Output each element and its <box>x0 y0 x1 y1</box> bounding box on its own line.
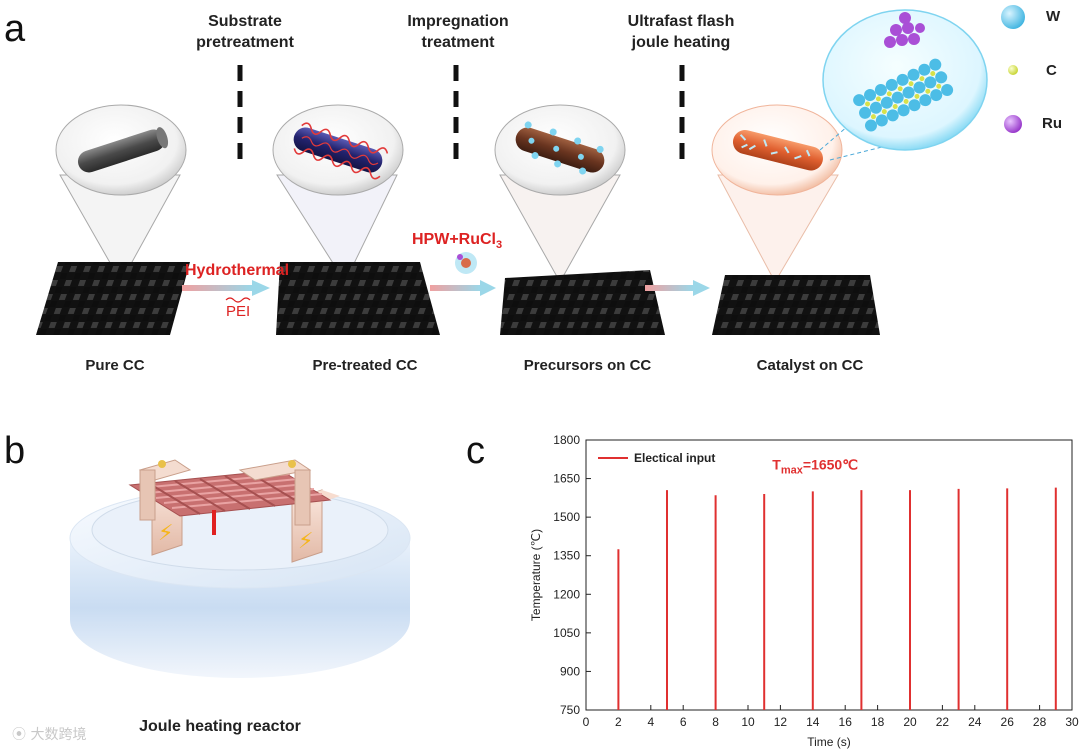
x-tick-label: 30 <box>1065 715 1079 729</box>
y-tick-label: 1500 <box>553 510 580 524</box>
clamp-bar-left <box>138 459 192 521</box>
y-tick-label: 900 <box>560 664 580 678</box>
x-tick-label: 16 <box>839 715 853 729</box>
atom-legend: W C Ru <box>996 2 1080 142</box>
clamp-bar-right <box>238 459 312 526</box>
carbon-cloth <box>500 270 665 335</box>
x-tick-label: 14 <box>806 715 820 729</box>
fiber-rod <box>77 127 169 173</box>
legend-w-label: W <box>1046 8 1061 25</box>
step-title-line1: Substrate <box>208 13 282 30</box>
carbon-cloth <box>276 262 440 335</box>
y-tick-label: 1800 <box>553 433 580 447</box>
reactor-caption: Joule heating reactor <box>139 718 301 735</box>
hpw-label: HPW+RuCl3 <box>412 231 502 251</box>
step-title-substrate: Substrate pretreatment <box>160 11 330 53</box>
x-tick-label: 22 <box>936 715 950 729</box>
screw-icon <box>288 460 296 468</box>
hpw-label-text: HPW+RuCl <box>412 231 496 248</box>
y-tick-label: 1200 <box>553 587 580 601</box>
x-tick-label: 0 <box>583 715 590 729</box>
hot-zone-marker <box>212 510 216 535</box>
arrow-1 <box>182 280 270 296</box>
y-tick-label: 1350 <box>553 549 580 563</box>
fiber-rod <box>515 121 605 175</box>
legend-label: Electical input <box>634 451 715 465</box>
process-diagram <box>36 9 988 335</box>
stage-label-catalyst: Catalyst on CC <box>756 357 864 374</box>
x-tick-label: 2 <box>615 715 622 729</box>
x-tick-label: 4 <box>647 715 654 729</box>
carbon-cloth <box>36 262 190 335</box>
fiber-rod <box>293 122 389 180</box>
pei-wave-icon <box>225 297 251 303</box>
screw-icon <box>158 460 166 468</box>
step-title-impregnation: Impregnation treatment <box>373 11 543 53</box>
tmax-prefix: T <box>772 457 781 473</box>
step-title-line1: Impregnation <box>407 13 509 30</box>
c-atom-icon <box>1008 65 1018 75</box>
arrow-2 <box>430 280 496 296</box>
hpw-cluster-icon <box>455 252 477 274</box>
tmax-value: =1650℃ <box>803 457 858 473</box>
legend-c-label: C <box>1046 62 1057 79</box>
watermark: ⦿ 大数跨境 <box>12 724 86 744</box>
x-tick-label: 18 <box>871 715 885 729</box>
svg-text:⚡: ⚡ <box>158 521 173 546</box>
atomic-structure-bubble <box>822 9 988 151</box>
carbon-cloth <box>712 275 880 335</box>
x-tick-label: 20 <box>903 715 917 729</box>
step-title-line2: treatment <box>421 34 495 51</box>
plot-frame <box>585 439 1073 711</box>
stage-catalyst-cc <box>711 104 931 335</box>
hpw-label-sub: 3 <box>496 239 503 252</box>
hydrothermal-label: Hydrothermal <box>185 262 290 279</box>
y-tick-label: 1650 <box>553 472 580 486</box>
y-axis-title: Temperature (℃) <box>529 529 543 621</box>
ru-cluster <box>884 12 925 48</box>
tmax-sub: max <box>781 465 804 477</box>
step-title-joule: Ultrafast flash joule heating <box>596 11 766 53</box>
x-tick-label: 12 <box>774 715 788 729</box>
w-atom-icon <box>1001 5 1025 29</box>
stage-pretreated-cc <box>272 104 440 335</box>
stage-label-pure: Pure CC <box>85 357 145 374</box>
x-tick-label: 6 <box>680 715 687 729</box>
y-tick-label: 1050 <box>553 626 580 640</box>
ru-atom-icon <box>1004 115 1022 133</box>
step-title-line1: Ultrafast flash <box>627 13 735 30</box>
arrow-3 <box>645 280 710 296</box>
watermark-text: 大数跨境 <box>30 727 87 743</box>
carbon-cloth-sample <box>128 469 332 517</box>
step-title-line2: pretreatment <box>196 34 294 51</box>
x-axis-title: Time (s) <box>807 735 851 749</box>
x-tick-label: 24 <box>968 715 982 729</box>
watermark-logo-icon: ⦿ <box>12 727 26 743</box>
stage-pure-cc <box>36 104 190 335</box>
stage-label-pretreated: Pre-treated CC <box>312 357 418 374</box>
atom-legend-swatches <box>1001 5 1025 133</box>
y-tick-label: 750 <box>560 703 580 717</box>
fiber-rod <box>732 130 823 171</box>
pei-label: PEI <box>226 303 251 320</box>
x-tick-label: 28 <box>1033 715 1047 729</box>
panel-c-letter: c <box>466 430 485 472</box>
svg-text:⚡: ⚡ <box>298 529 313 554</box>
x-tick-label: 26 <box>1001 715 1015 729</box>
stage-precursors-cc <box>494 104 665 335</box>
panel-b-letter: b <box>4 430 26 472</box>
joule-reactor-illustration: ⚡ ⚡ <box>69 459 411 678</box>
step-title-line2: joule heating <box>631 34 731 51</box>
legend-ru-label: Ru <box>1042 115 1062 132</box>
panel-a-letter: a <box>4 8 26 50</box>
tmax-annotation: Tmax=1650℃ <box>772 457 858 477</box>
x-tick-label: 8 <box>712 715 719 729</box>
x-tick-label: 10 <box>741 715 755 729</box>
stage-label-precursors: Precursors on CC <box>523 357 652 374</box>
